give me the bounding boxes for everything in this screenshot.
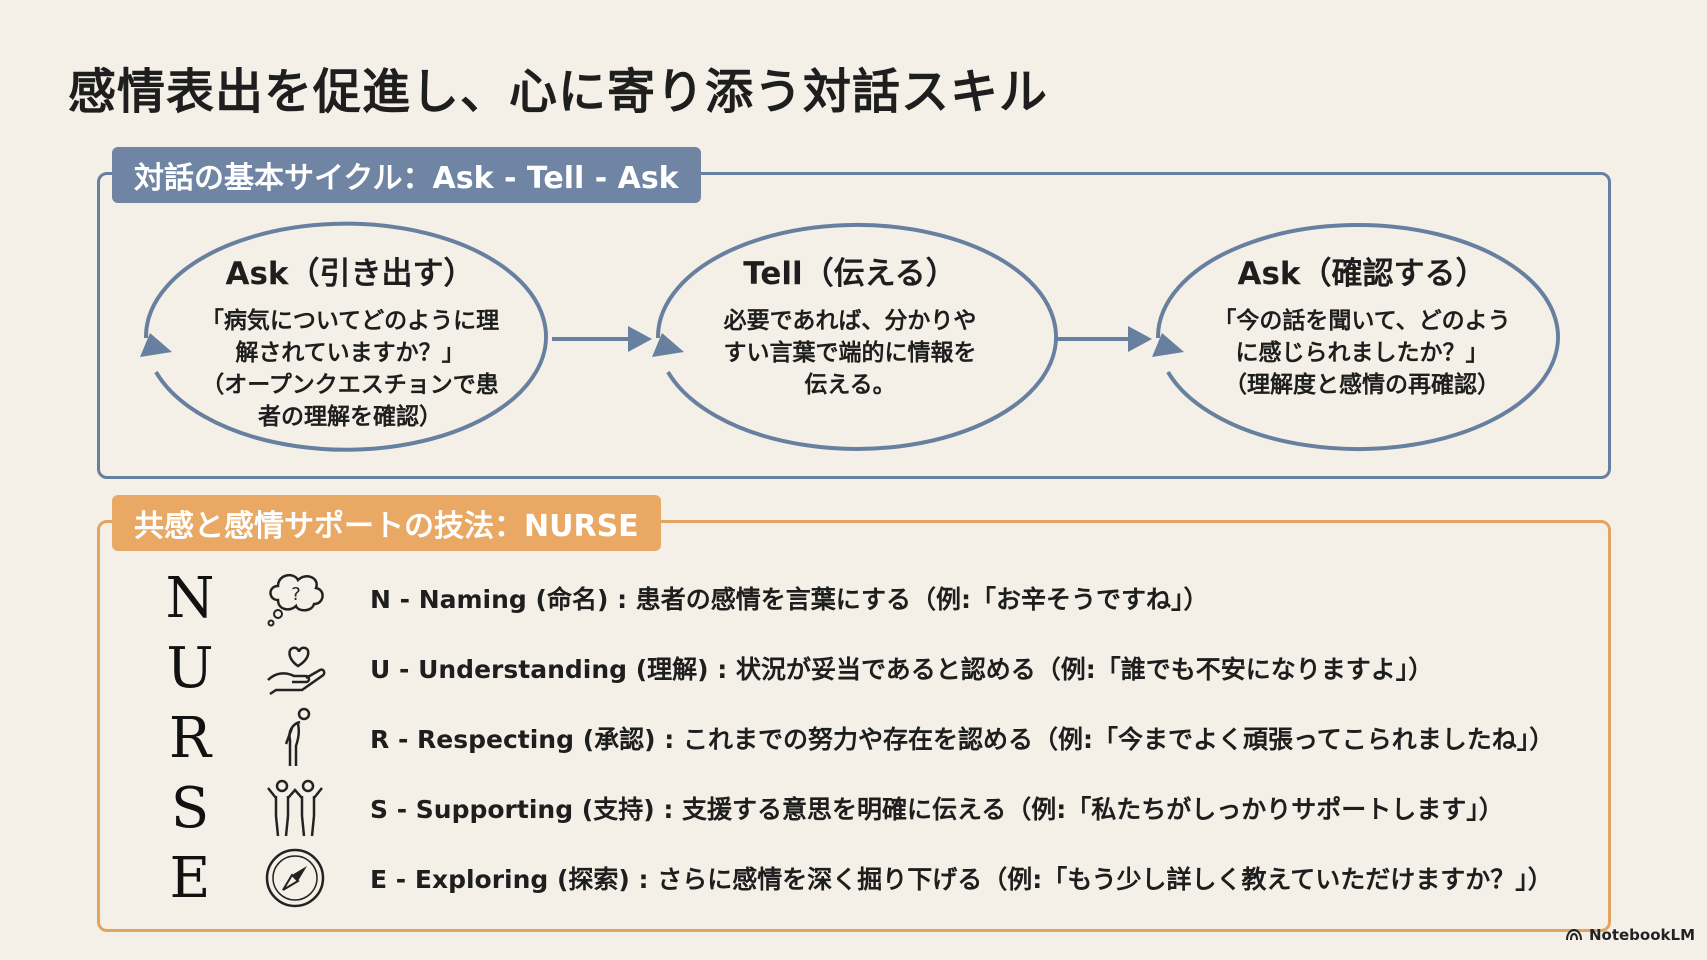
nurse-text: S - Supporting (支持) : 支援する意思を明確に伝える（例:「私… (370, 795, 1504, 824)
nurse-heading: 共感と感情サポートの技法：NURSE (112, 495, 661, 551)
cycle-step-ask: Ask（引き出す） 「病気についてどのように理 解されていますか？」 （オープン… (180, 248, 520, 433)
supporting-people-icon (260, 776, 330, 840)
nurse-letter: N (165, 565, 215, 631)
cycle-step-ask-confirm: Ask（確認する） 「今の話を聞いて、どのよう に感じられましたか？」 （理解度… (1192, 248, 1532, 401)
hand-holding-heart-icon (260, 636, 330, 700)
svg-text:?: ? (291, 584, 301, 605)
cycle-step-title: Ask（確認する） (1237, 256, 1487, 292)
cycle-step-title: Tell（伝える） (743, 256, 957, 292)
cycle-step-body: 必要であれば、分かりや すい言葉で端的に情報を 伝える。 (723, 308, 977, 398)
nurse-row-e: E E - Exploring (探索) : さらに感情を深く掘り下げる（例:「… (160, 845, 1553, 911)
nurse-letter: E (169, 845, 211, 911)
page-title: 感情表出を促進し、心に寄り添う対話スキル (68, 64, 1049, 120)
nurse-letter: R (168, 705, 212, 771)
nurse-text: E - Exploring (探索) : さらに感情を深く掘り下げる（例:「もう… (370, 865, 1553, 894)
compass-icon (260, 846, 330, 910)
nurse-text: N - Naming (命名) : 患者の感情を言葉にする（例:「お辛そうですね… (370, 585, 1209, 614)
nurse-section: 共感と感情サポートの技法：NURSE (97, 495, 1611, 932)
nurse-text: R - Respecting (承認) : これまでの努力や存在を認める（例:「… (370, 725, 1555, 754)
nurse-text: U - Understanding (理解) : 状況が妥当であると認める（例:… (370, 655, 1434, 684)
cycle-heading: 対話の基本サイクル：Ask - Tell - Ask (112, 147, 701, 203)
cycle-step-body: 「病気についてどのように理 解されていますか？」 （オープンクエスチョンで患 者… (200, 308, 500, 430)
nurse-letter: U (166, 635, 214, 701)
cycle-step-body: 「今の話を聞いて、どのよう に感じられましたか？」 （理解度と感情の再確認） (1213, 308, 1511, 398)
cycle-section: 対話の基本サイクル：Ask - Tell - Ask (97, 147, 1611, 479)
nurse-row-r: R R - Respecting (承認) : これまでの努力や存在を認める（例… (160, 705, 1555, 771)
bowing-person-icon (260, 706, 330, 770)
nurse-row-s: S S - Supporting (支持) : 支援する意思を明確に伝える（例:… (160, 775, 1504, 841)
nurse-letter: S (170, 775, 210, 841)
nurse-row-u: U U - Understanding (理解) : 状況が妥当であると認める（… (160, 635, 1434, 701)
thought-bubble-question-icon: ? (260, 566, 330, 630)
brand-label: NotebookLM (1588, 926, 1695, 944)
brand-logo: NotebookLM (1565, 926, 1695, 944)
cycle-step-title: Ask（引き出す） (225, 256, 475, 292)
cycle-step-tell: Tell（伝える） 必要であれば、分かりや すい言葉で端的に情報を 伝える。 (690, 248, 1010, 401)
notebooklm-logo-icon (1565, 928, 1582, 941)
nurse-row-n: N ? N - Naming (命名) : 患者の感情を言葉にする（例:「お辛そ… (160, 565, 1209, 631)
